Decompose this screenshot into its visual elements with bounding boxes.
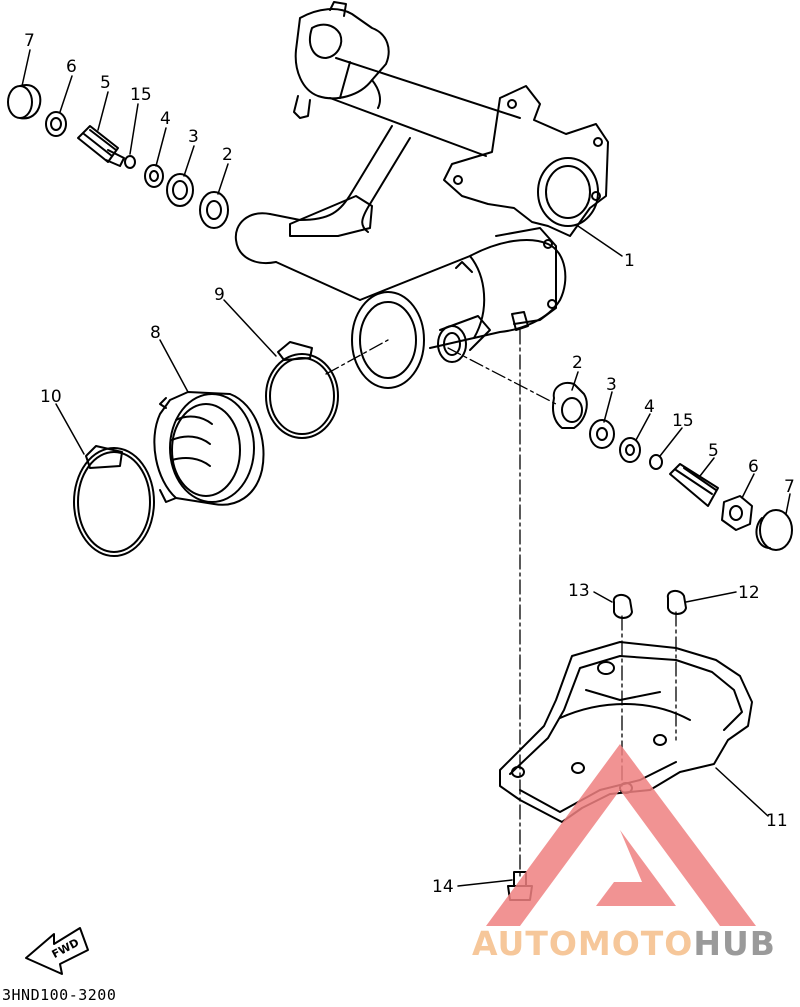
callout-4-left: 4 <box>160 109 171 129</box>
watermark-part-2: HUB <box>693 924 776 963</box>
callout-3-right: 3 <box>606 375 617 395</box>
callout-9: 9 <box>214 285 225 305</box>
swing-arm <box>234 1 609 389</box>
callout-2-right: 2 <box>572 353 583 373</box>
callout-15-right: 15 <box>672 411 694 431</box>
watermark-logo <box>486 744 756 926</box>
boot-8 <box>153 391 265 506</box>
callout-10: 10 <box>40 387 62 407</box>
callout-1: 1 <box>624 251 635 271</box>
callout-6-left: 6 <box>66 57 77 77</box>
callout-3-left: 3 <box>188 127 199 147</box>
watermark-text: AUTOMOTOHUB <box>472 924 776 963</box>
callout-5-right: 5 <box>708 441 719 461</box>
callout-12: 12 <box>738 583 760 603</box>
callout-7-right: 7 <box>784 477 795 497</box>
callout-5-left: 5 <box>100 73 111 93</box>
diagram-code: 3HND100-3200 <box>2 986 117 1004</box>
callout-6-right: 6 <box>748 457 759 477</box>
callout-2-left: 2 <box>222 145 233 165</box>
fwd-arrow: FWD <box>25 927 89 975</box>
leader-lines <box>21 49 791 887</box>
pivot-parts-right <box>552 382 793 551</box>
center-lines <box>325 329 677 881</box>
watermark-part-1: AUTOMOTO <box>472 924 694 963</box>
callout-15-left: 15 <box>130 85 152 105</box>
callout-11: 11 <box>766 811 788 831</box>
clamp-9 <box>265 341 339 439</box>
callout-labels: 7 6 5 15 4 3 2 1 9 8 10 2 3 4 15 5 6 7 1… <box>24 31 795 897</box>
bolt-12 <box>666 590 687 615</box>
callout-8: 8 <box>150 323 161 343</box>
bolt-13 <box>612 594 633 619</box>
callout-14: 14 <box>432 877 454 897</box>
callout-13: 13 <box>568 581 590 601</box>
pivot-parts-left <box>7 84 229 229</box>
clamp-10 <box>73 445 155 557</box>
callout-4-right: 4 <box>644 397 655 417</box>
callout-7-left: 7 <box>24 31 35 51</box>
